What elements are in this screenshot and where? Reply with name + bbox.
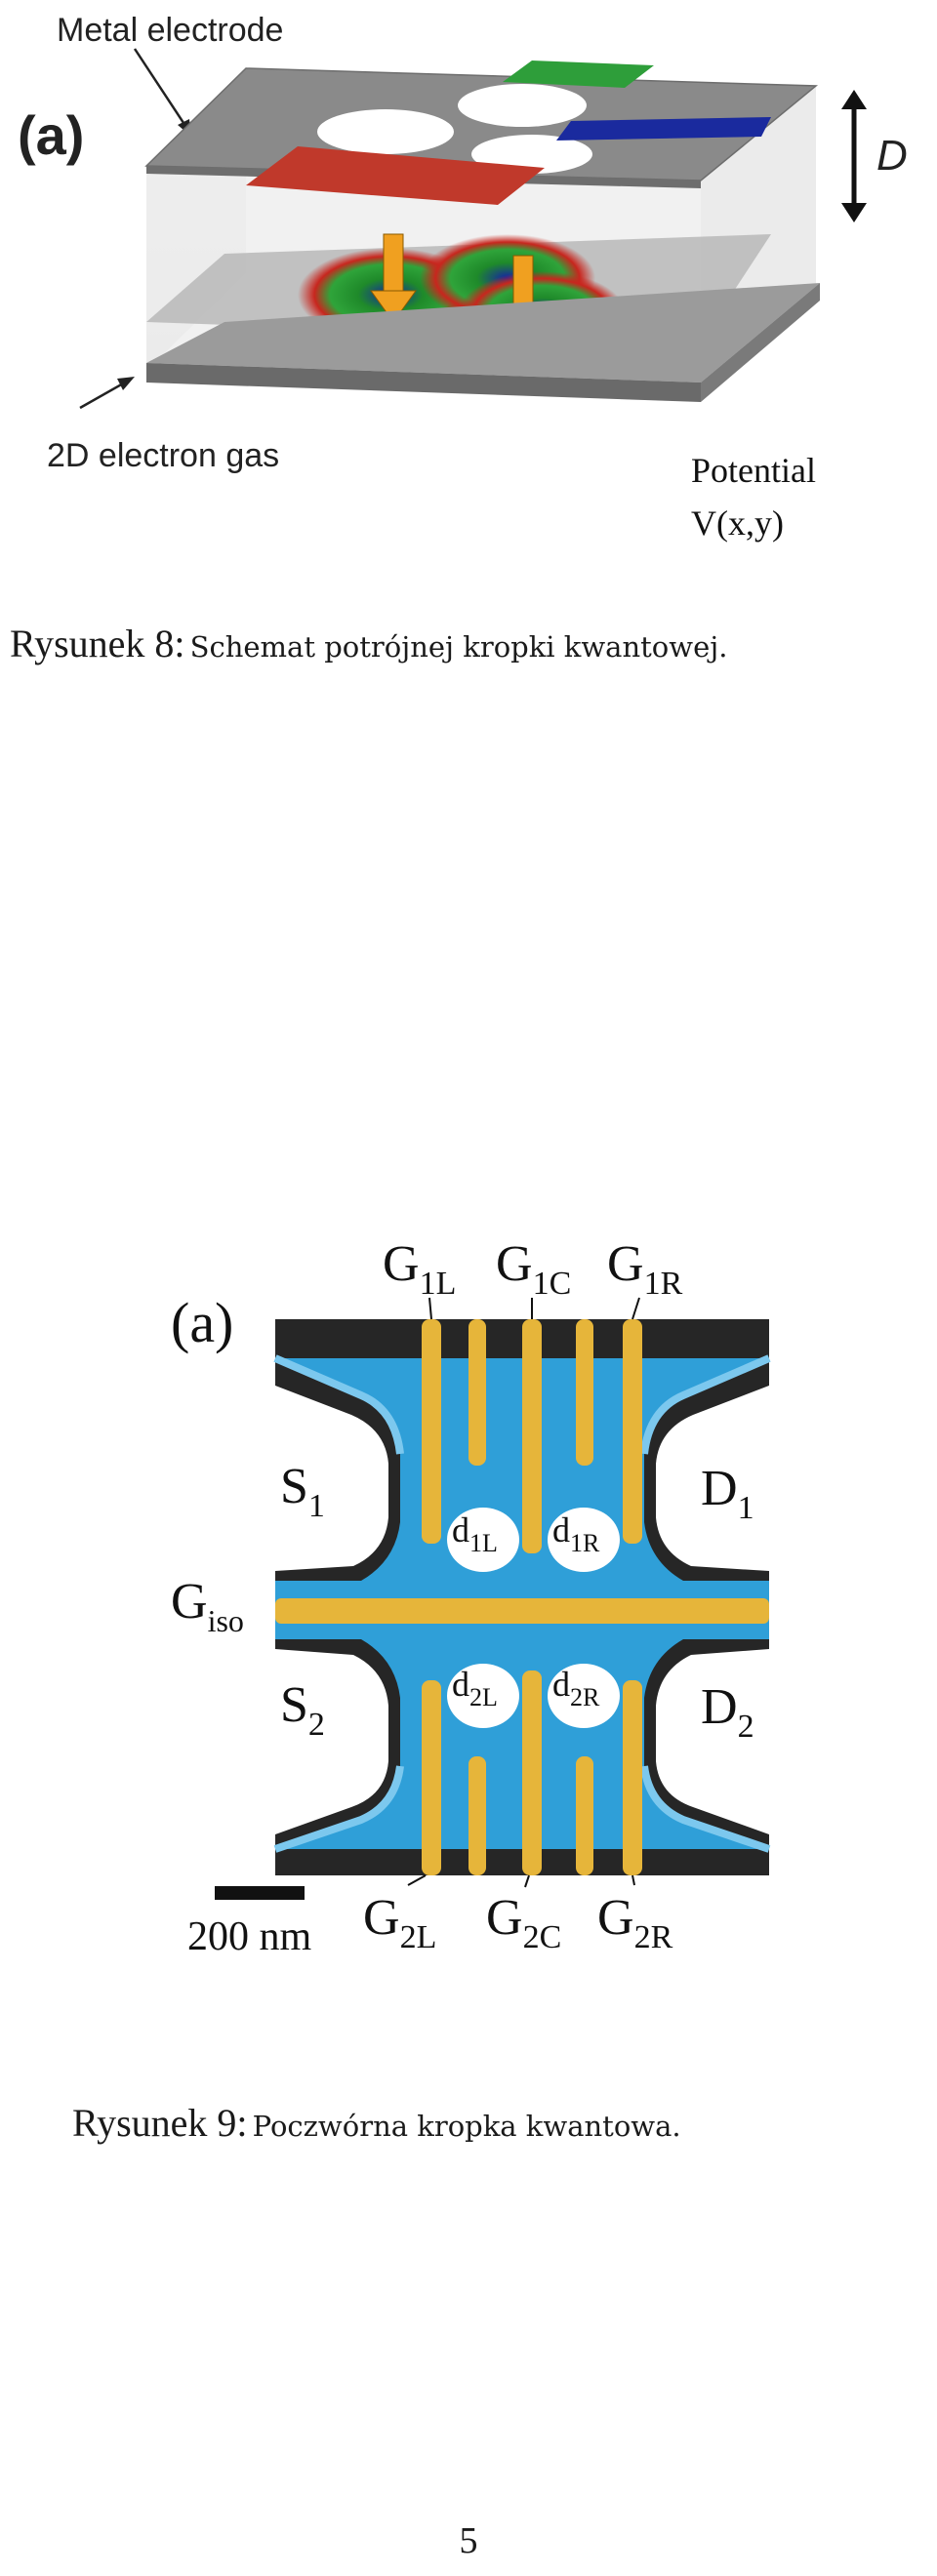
dot-label-1R: d1R (552, 1510, 600, 1557)
drain-label-1: D1 (701, 1461, 754, 1526)
gate-label-1L: G1L (383, 1236, 456, 1302)
fig9-panel-label: (a) (171, 1291, 233, 1354)
source-label-2: S2 (280, 1677, 325, 1743)
page-number: 5 (459, 2520, 478, 2561)
electron-gas-arrowhead (117, 377, 135, 390)
figure-8-caption-text: Schemat potrójnej kropki kwantowej. (189, 630, 728, 664)
metal-electrode-leader (133, 48, 189, 130)
metal-electrode-label: Metal electrode (57, 12, 283, 49)
electron-gas-slab-front (146, 363, 701, 402)
gate-green (503, 60, 654, 88)
isolation-gate-label: Giso (171, 1574, 244, 1638)
top-gate-leaders (428, 1297, 640, 1320)
isolation-gate-bar (275, 1598, 769, 1624)
drain-label-2: D2 (701, 1679, 754, 1745)
scale-bar (215, 1886, 305, 1900)
sem-mesa-edge-top (273, 1354, 771, 1455)
gate-blue (556, 117, 771, 141)
gate-label-1R: G1R (607, 1236, 683, 1302)
figure-9-caption: Rysunek 9: Poczwórna kropka kwantowa. (72, 2100, 681, 2146)
drain-region-top (656, 1386, 769, 1571)
dot-label-2R: d2R (552, 1665, 600, 1711)
source-label-1: S1 (280, 1459, 325, 1524)
sem-mesa-edge-bottom (273, 1765, 771, 1853)
figure-9-caption-text: Poczwórna kropka kwantowa. (252, 2110, 681, 2143)
dot-region-2L (447, 1664, 519, 1728)
distance-arrow (841, 90, 867, 222)
source-region-bottom (275, 1649, 388, 1834)
gate-label-2C: G2C (486, 1890, 561, 1955)
top-gate-fingers (422, 1319, 642, 1553)
dot-region-2R (548, 1664, 620, 1728)
orange-arrow-left (370, 233, 417, 323)
electrode-hole-top (458, 84, 587, 127)
drain-region-bottom (656, 1649, 769, 1834)
dot-label-1L: d1L (452, 1510, 498, 1557)
figure-8-caption: Rysunek 8: Schemat potrójnej kropki kwan… (10, 621, 727, 666)
dot-label-2L: d2L (452, 1665, 498, 1711)
bottom-gate-fingers (422, 1670, 642, 1875)
gate-label-2L: G2L (363, 1890, 436, 1955)
figure-8-caption-label: Rysunek 8: (10, 622, 185, 665)
scale-bar-label: 200 nm (187, 1914, 312, 1959)
source-region-top (275, 1386, 388, 1571)
figure-8-triple-dot-schematic: (a) Metal electrode D 2D electron gas (18, 12, 908, 543)
figure-9-caption-label: Rysunek 9: (72, 2101, 248, 2145)
potential-label-line2: V(x,y) (691, 503, 784, 543)
bottom-gate-leaders (407, 1874, 635, 1888)
figure-9-quadruple-dot-sem: (a) d1L d1R d2L d2R (171, 1236, 771, 1959)
electrode-hole-left (317, 109, 454, 154)
electron-gas-leader (79, 381, 126, 410)
gate-label-2R: G2R (597, 1890, 673, 1955)
gate-label-1C: G1C (496, 1236, 571, 1302)
dot-region-1L (447, 1508, 519, 1572)
distance-label: D (876, 132, 908, 180)
electron-gas-label: 2D electron gas (47, 437, 279, 474)
electrode-hole-right (471, 135, 592, 174)
electron-gas-slab-top (146, 283, 820, 382)
fig8-panel-label: (a) (18, 104, 84, 166)
gate-red (246, 146, 545, 205)
potential-label-line1: Potential (691, 451, 816, 490)
electron-gas-slab-side (701, 283, 820, 402)
dot-region-1R (548, 1508, 620, 1572)
